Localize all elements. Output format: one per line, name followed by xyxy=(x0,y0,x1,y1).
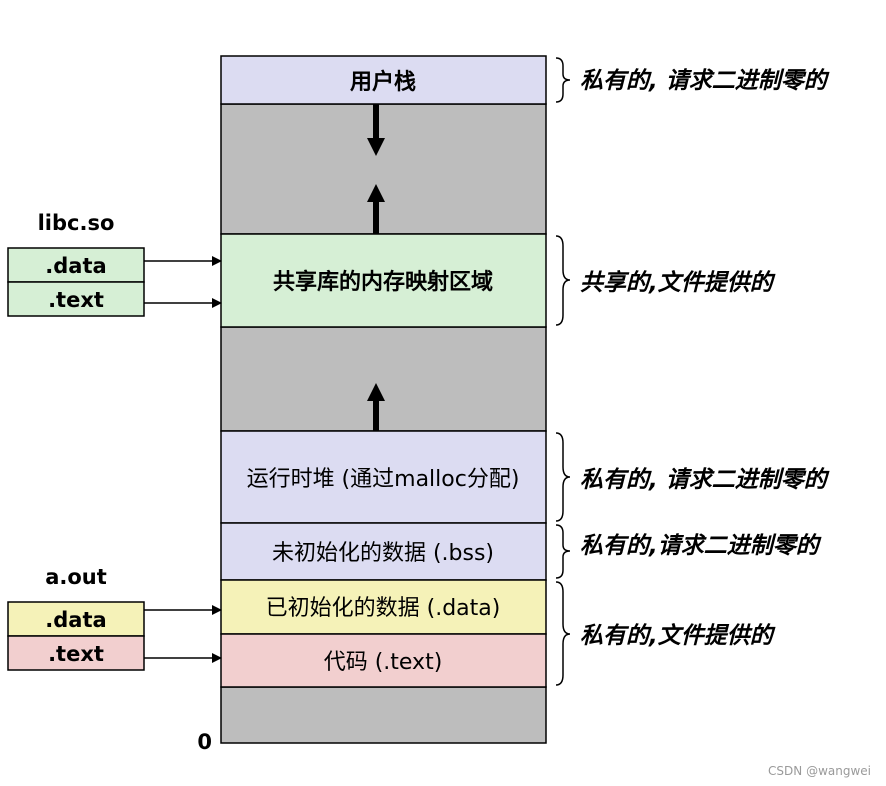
brace-stack xyxy=(555,57,571,103)
segment-heap-label: 运行时堆 (通过malloc分配) xyxy=(247,467,520,492)
note-stack: 私有的, 请求二进制零的 xyxy=(580,68,830,94)
segment-text-label: 代码 (.text) xyxy=(324,650,443,675)
libc-text-section xyxy=(7,281,145,317)
note-heap: 私有的, 请求二进制零的 xyxy=(580,467,830,493)
note-bss: 私有的,请求二进制零的 xyxy=(580,533,822,559)
libc-text-label: .text xyxy=(48,288,104,312)
aout-text-label: .text xyxy=(48,642,104,666)
brace-data-text xyxy=(555,581,571,686)
segment-shared-library-label: 共享库的内存映射区域 xyxy=(273,269,493,295)
aout-title: a.out xyxy=(45,565,107,589)
note-data-text: 私有的,文件提供的 xyxy=(580,623,776,649)
arrow-heap-grows-up xyxy=(367,383,385,431)
gap-stack-shared xyxy=(220,103,547,235)
address-zero-label: 0 xyxy=(197,730,212,754)
gap-bottom xyxy=(220,686,547,744)
watermark: CSDN @wangwei xyxy=(768,764,871,778)
libc-title: libc.so xyxy=(38,211,115,235)
segment-bss-label: 未初始化的数据 (.bss) xyxy=(272,541,494,566)
segment-data-label: 已初始化的数据 (.data) xyxy=(266,596,501,621)
segment-shared-library xyxy=(220,233,547,328)
segment-bss xyxy=(220,522,547,581)
note-shared: 共享的,文件提供的 xyxy=(580,270,776,296)
brace-heap xyxy=(555,432,571,522)
segment-heap xyxy=(220,430,547,524)
arrow-mmap-grows-up xyxy=(367,184,385,234)
brace-bss xyxy=(555,524,571,579)
aout-data-label: .data xyxy=(45,608,106,632)
libc-data-label: .data xyxy=(45,254,106,278)
segment-user-stack xyxy=(220,55,547,105)
arrow-stack-grows-down xyxy=(367,104,385,156)
segment-user-stack-label: 用户栈 xyxy=(350,69,416,95)
libc-data-section xyxy=(7,247,145,283)
brace-shared xyxy=(555,235,571,326)
aout-text-section xyxy=(7,635,145,671)
gap-shared-heap xyxy=(220,326,547,432)
